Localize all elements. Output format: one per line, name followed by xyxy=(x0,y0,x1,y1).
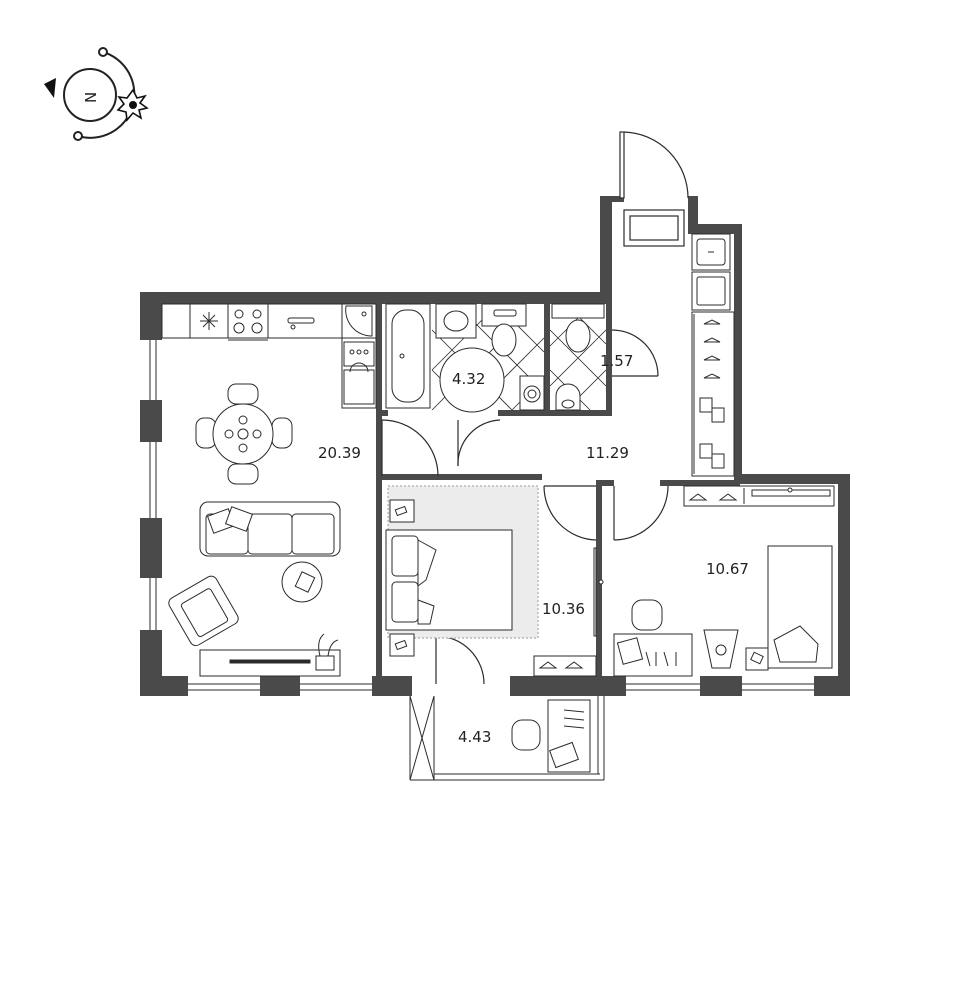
rolling-pin-icon xyxy=(287,317,315,330)
kitchen xyxy=(161,303,377,409)
toilet-room xyxy=(549,303,607,411)
chair-icon xyxy=(631,599,663,631)
area-toilet: 1.57 xyxy=(600,352,633,370)
hallway-closet xyxy=(691,233,735,477)
sun-icon xyxy=(116,88,149,122)
walls xyxy=(140,196,850,696)
area-bedroom-main: 10.36 xyxy=(542,600,585,618)
balcony xyxy=(409,695,605,781)
bathroom-sink-icon xyxy=(435,303,477,339)
toilet-icon xyxy=(491,323,517,357)
area-bathroom: 4.32 xyxy=(452,370,485,388)
area-living-kitchen: 20.39 xyxy=(318,444,361,462)
bath-mat xyxy=(439,347,505,413)
compass-letter: N xyxy=(82,92,100,103)
area-bedroom-second: 10.67 xyxy=(706,560,749,578)
sofa xyxy=(199,501,341,557)
hanger-icons xyxy=(703,319,721,379)
chair-icon xyxy=(511,719,541,751)
area-balcony: 4.43 xyxy=(458,728,491,746)
armchair xyxy=(168,575,239,647)
bedroom-second-furniture xyxy=(613,485,835,677)
bedroom-wardrobe xyxy=(533,547,604,677)
entry-door xyxy=(619,131,689,247)
compass-icon xyxy=(63,68,117,122)
compass-dot-icon xyxy=(73,131,83,141)
washing-machine-icon xyxy=(343,362,375,405)
bedroom-main-furniture xyxy=(385,485,604,677)
stove-icon xyxy=(233,309,263,334)
windows xyxy=(149,340,814,691)
area-hallway: 11.29 xyxy=(586,444,629,462)
compass-pointer-icon xyxy=(44,78,56,98)
bathtub-icon xyxy=(391,309,425,403)
small-sink-icon xyxy=(555,383,581,411)
dining-table xyxy=(195,383,293,485)
bathroom xyxy=(385,303,545,413)
toilet-icon xyxy=(565,319,591,353)
folded-shirt-icons xyxy=(699,397,725,469)
kitchen-sink-icon xyxy=(345,305,373,337)
compass-dot-icon xyxy=(98,47,108,57)
compass: N xyxy=(44,47,149,141)
dishwasher-icon xyxy=(343,341,375,367)
coffee-table xyxy=(281,561,323,603)
tv-stand xyxy=(199,633,341,677)
fridge-icon xyxy=(200,312,218,330)
